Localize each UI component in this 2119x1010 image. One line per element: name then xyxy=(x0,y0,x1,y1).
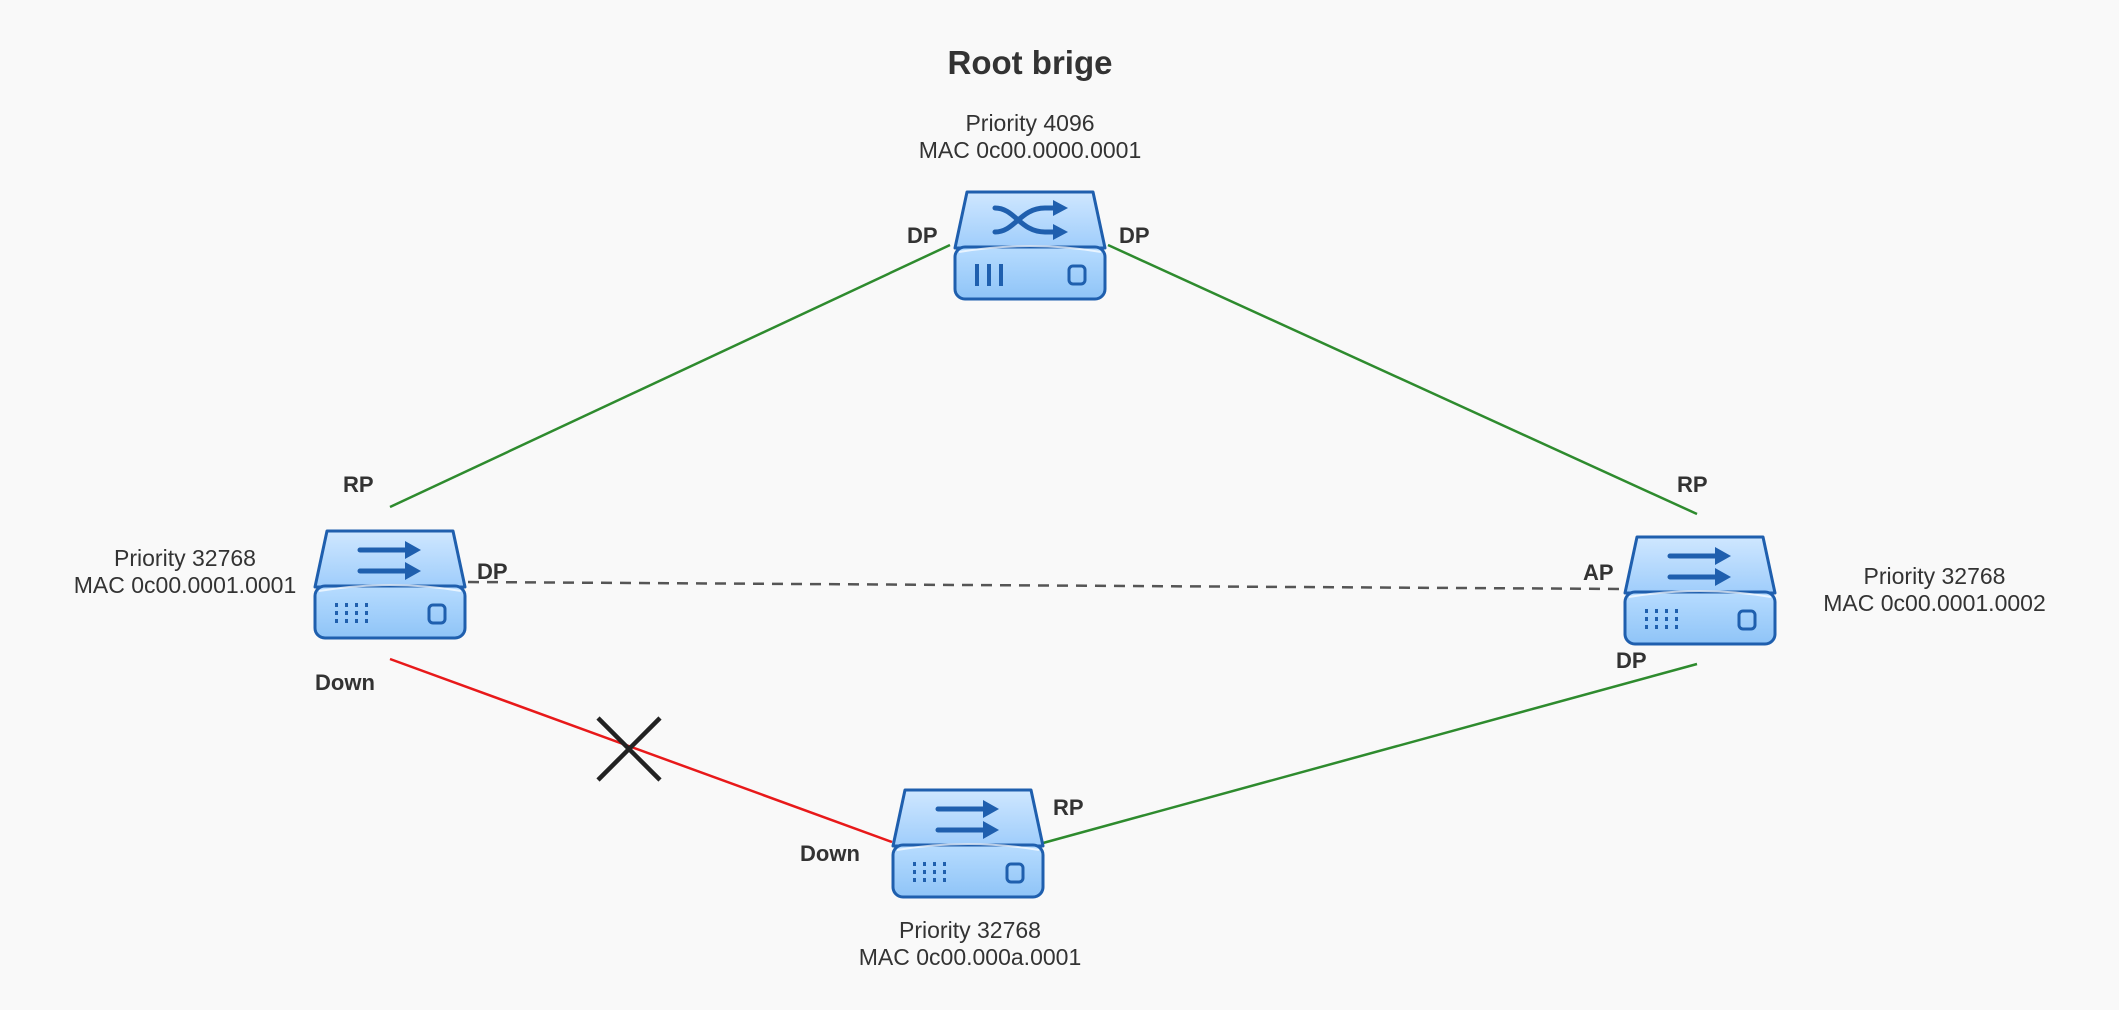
link-root-right xyxy=(1107,243,1698,516)
link-right-bottom xyxy=(1042,662,1698,845)
bottom-switch-icon[interactable] xyxy=(891,788,1045,899)
root-switch-icon[interactable] xyxy=(953,190,1107,301)
port-root-right: DP xyxy=(1119,223,1150,248)
right-priority: Priority 32768 xyxy=(1863,563,2006,589)
port-right-up: RP xyxy=(1677,472,1708,497)
right-switch-icon[interactable] xyxy=(1623,535,1777,646)
port-left-right: DP xyxy=(477,559,508,584)
bottom-switch-info: Priority 32768 MAC 0c00.000a.0001 xyxy=(840,917,1100,971)
left-switch-info: Priority 32768 MAC 0c00.0001.0001 xyxy=(60,545,310,599)
link-left-right-alternate xyxy=(467,580,1626,591)
left-switch-icon[interactable] xyxy=(313,529,467,640)
port-bottom-left: Down xyxy=(800,841,860,866)
port-right-left: AP xyxy=(1583,560,1614,585)
left-priority: Priority 32768 xyxy=(114,545,256,571)
port-right-down: DP xyxy=(1616,648,1647,673)
port-left-down: Down xyxy=(315,670,375,695)
link-root-left xyxy=(389,243,951,509)
left-mac: MAC 0c00.0001.0001 xyxy=(73,572,297,598)
root-switch-info: Priority 4096 MAC 0c00.0000.0001 xyxy=(900,110,1160,164)
root-mac: MAC 0c00.0000.0001 xyxy=(918,137,1142,163)
bottom-mac: MAC 0c00.000a.0001 xyxy=(858,944,1082,970)
right-mac: MAC 0c00.0001.0002 xyxy=(1823,590,2046,616)
root-priority: Priority 4096 xyxy=(965,110,1095,136)
x-mark-icon xyxy=(596,716,662,782)
port-root-left: DP xyxy=(907,223,938,248)
bottom-priority: Priority 32768 xyxy=(899,917,1041,943)
right-switch-info: Priority 32768 MAC 0c00.0001.0002 xyxy=(1807,563,2062,617)
diagram-title: Root brige xyxy=(947,44,1113,81)
port-bottom-right: RP xyxy=(1053,795,1084,820)
link-left-bottom-down xyxy=(389,657,893,844)
port-left-up: RP xyxy=(343,472,374,497)
